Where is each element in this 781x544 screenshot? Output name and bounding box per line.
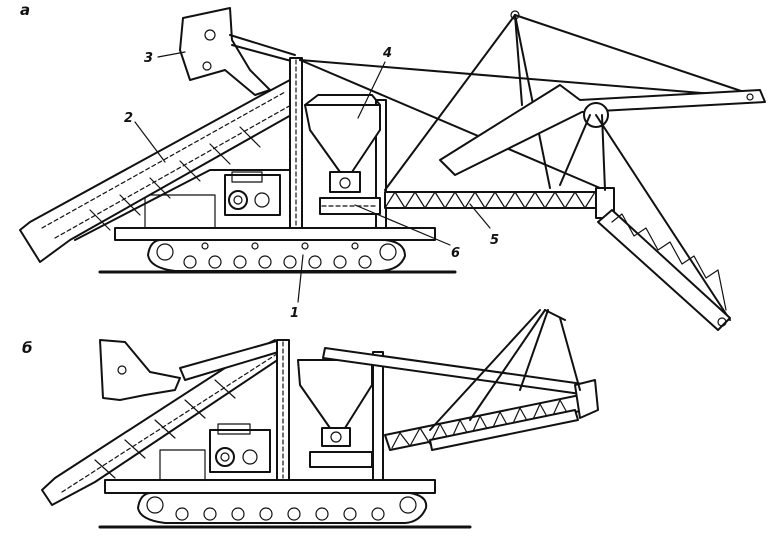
hopper-a <box>304 94 381 193</box>
engine-a <box>224 171 281 216</box>
derrick-rigging-b <box>429 309 581 431</box>
main-frame-b <box>104 479 436 494</box>
engine-b <box>209 423 271 473</box>
truss-conveyor-b <box>384 379 599 451</box>
callout-5: 5 <box>490 233 499 248</box>
lattice-boom-a <box>559 102 731 331</box>
hopper-b <box>297 359 373 447</box>
callout-1: 1 <box>290 306 299 321</box>
loading-bucket-b <box>99 339 286 401</box>
mast-b-left <box>276 339 290 481</box>
panel-b-drawing <box>41 309 599 529</box>
main-frame-a <box>114 227 436 241</box>
callout-3: 3 <box>144 51 153 66</box>
panel-label-b: б <box>22 339 32 357</box>
callout-6: 6 <box>451 246 460 261</box>
callout-leaders-a <box>134 51 491 303</box>
callout-4: 4 <box>382 46 392 61</box>
callout-2: 2 <box>124 111 133 126</box>
crawler-track-a <box>147 239 406 272</box>
mast-b-right <box>372 351 384 481</box>
derrick-rigging-a <box>299 14 763 191</box>
truss-conveyor-a <box>384 187 615 219</box>
crawler-track-b <box>137 492 428 524</box>
panel-label-a: а <box>20 1 30 19</box>
mast-a-right <box>375 99 387 229</box>
feeder-a <box>319 197 381 215</box>
feeder-b <box>309 451 373 468</box>
loading-bucket-a <box>179 7 296 96</box>
mast-a-left <box>289 57 303 229</box>
jib-boom-a <box>439 10 766 176</box>
panel-a-drawing <box>19 7 766 331</box>
